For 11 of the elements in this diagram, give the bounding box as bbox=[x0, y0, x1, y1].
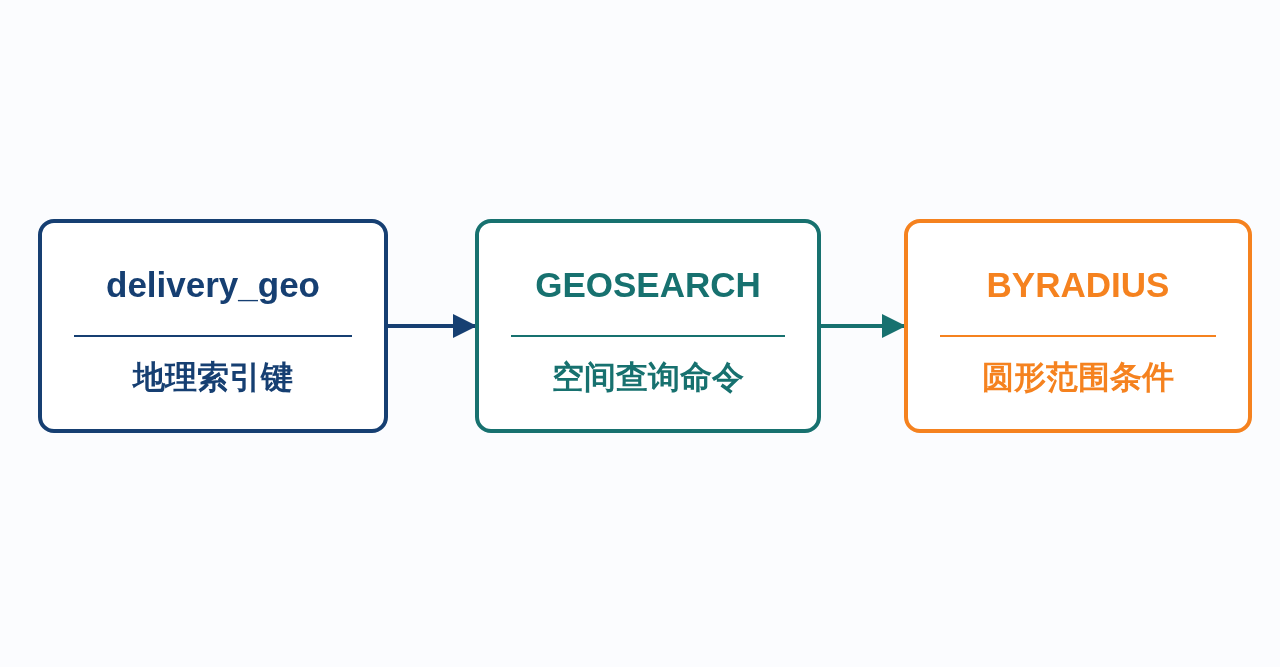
box-heading: BYRADIUS bbox=[985, 265, 1171, 305]
process-box bbox=[904, 219, 1252, 433]
arrow bbox=[821, 314, 906, 338]
arrow bbox=[388, 314, 477, 338]
box-heading: delivery_geo bbox=[105, 265, 321, 305]
box-subtitle: 圆形范围条件 bbox=[981, 357, 1175, 398]
process-box bbox=[38, 219, 388, 433]
process-box bbox=[475, 219, 821, 433]
box-heading: GEOSEARCH bbox=[534, 265, 762, 305]
box-subtitle: 地理索引键 bbox=[131, 357, 294, 398]
box-subtitle: 空间查询命令 bbox=[551, 357, 745, 398]
